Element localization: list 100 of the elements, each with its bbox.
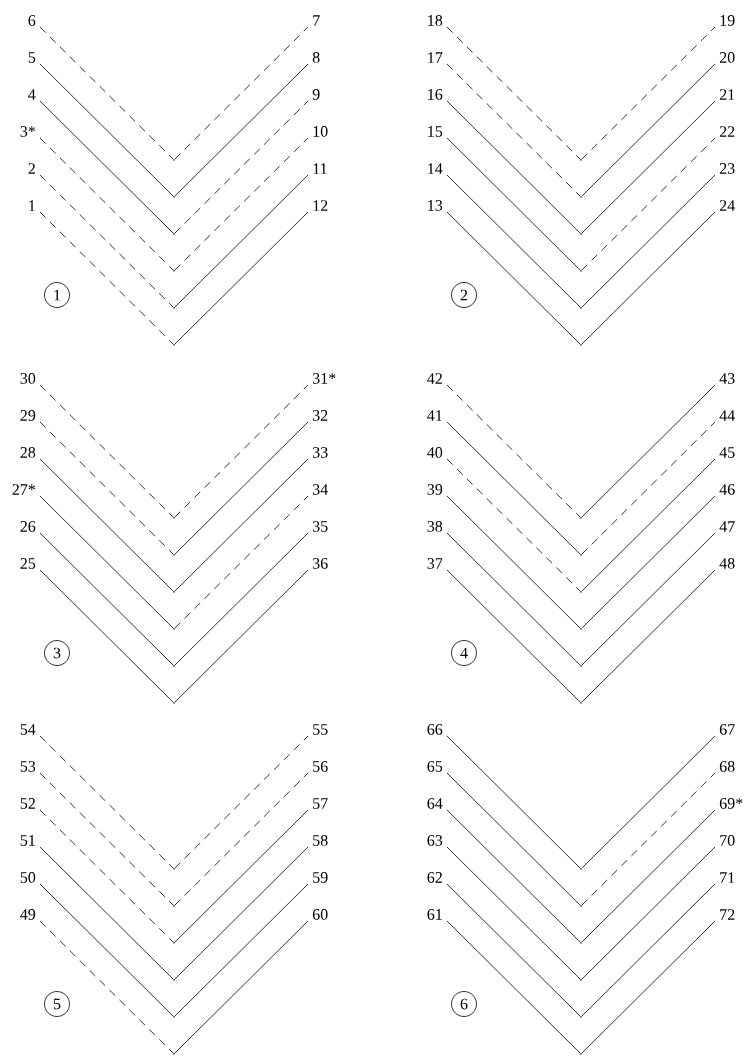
line-segment bbox=[581, 569, 716, 703]
line-number: 55 bbox=[313, 724, 328, 735]
line-number: 15 bbox=[428, 126, 443, 137]
line-number: 35 bbox=[312, 521, 328, 532]
line-segment bbox=[39, 211, 174, 345]
line-number: 6 bbox=[28, 15, 36, 26]
line-segment bbox=[446, 458, 581, 592]
line-segment bbox=[39, 883, 174, 1017]
line-number: 54 bbox=[20, 724, 36, 735]
line-segment bbox=[174, 735, 309, 869]
line-number: 52 bbox=[20, 798, 35, 809]
line-segment bbox=[581, 421, 716, 555]
line-segment bbox=[39, 26, 174, 160]
line-number: 26 bbox=[20, 521, 36, 532]
line-segment bbox=[446, 100, 581, 234]
line-segment bbox=[174, 26, 309, 160]
line-segment bbox=[39, 735, 174, 869]
line-number: 71 bbox=[720, 872, 735, 883]
line-number: 51 bbox=[20, 835, 35, 846]
line-segment bbox=[446, 421, 581, 555]
line-segment bbox=[446, 920, 581, 1054]
line-number: 61 bbox=[427, 909, 442, 920]
circled-number: 1 bbox=[44, 282, 70, 308]
line-number: 24 bbox=[719, 200, 735, 211]
line-number: 23 bbox=[719, 163, 735, 174]
line-segment bbox=[39, 384, 174, 518]
line-segment bbox=[39, 846, 174, 980]
line-number: 5 bbox=[28, 52, 36, 63]
line-segment bbox=[39, 809, 174, 943]
line-number: 16 bbox=[428, 89, 443, 100]
line-number: 67 bbox=[719, 724, 735, 735]
line-number: 21 bbox=[719, 89, 735, 100]
line-segment bbox=[446, 137, 581, 271]
line-segment bbox=[581, 846, 716, 980]
line-segment bbox=[581, 174, 716, 308]
line-number: 58 bbox=[313, 835, 328, 846]
line-segment bbox=[174, 809, 309, 943]
line-number: 25 bbox=[20, 558, 36, 569]
line-segment bbox=[581, 532, 716, 666]
line-number: 43 bbox=[719, 373, 735, 384]
line-number: 31* bbox=[312, 373, 336, 384]
line-segment bbox=[174, 920, 309, 1054]
line-number: 59 bbox=[313, 872, 328, 883]
line-number: 49 bbox=[20, 909, 36, 920]
line-number: 12 bbox=[313, 200, 328, 211]
line-number: 68 bbox=[719, 761, 735, 772]
line-segment bbox=[446, 495, 581, 629]
line-segment bbox=[39, 772, 174, 906]
line-number: 32 bbox=[312, 410, 328, 421]
line-segment bbox=[39, 532, 174, 666]
line-number: 19 bbox=[720, 15, 735, 26]
line-segment bbox=[39, 100, 174, 234]
line-number: 48 bbox=[719, 558, 735, 569]
line-segment bbox=[39, 495, 174, 629]
line-segment bbox=[446, 174, 581, 308]
line-number: 17 bbox=[428, 52, 443, 63]
line-segment bbox=[174, 569, 309, 703]
line-segment bbox=[174, 532, 309, 666]
line-segment bbox=[446, 211, 581, 345]
line-segment bbox=[39, 569, 174, 703]
line-number: 50 bbox=[20, 872, 36, 883]
line-number: 42 bbox=[427, 373, 442, 384]
line-number: 41 bbox=[427, 410, 442, 421]
line-segment bbox=[581, 458, 716, 592]
line-number: 8 bbox=[312, 52, 320, 63]
line-segment bbox=[446, 63, 581, 197]
line-segment bbox=[174, 846, 309, 980]
line-number: 30 bbox=[20, 373, 36, 384]
line-number: 57 bbox=[313, 798, 328, 809]
line-number: 33 bbox=[312, 447, 328, 458]
line-number: 45 bbox=[719, 447, 735, 458]
line-number: 22 bbox=[719, 126, 735, 137]
line-number: 62 bbox=[427, 872, 442, 883]
line-segment bbox=[174, 495, 309, 629]
line-segment bbox=[581, 809, 716, 943]
circled-number: 6 bbox=[451, 991, 477, 1017]
line-segment bbox=[39, 174, 174, 308]
line-segment bbox=[581, 384, 716, 518]
line-number: 44 bbox=[719, 410, 735, 421]
line-number: 20 bbox=[719, 52, 735, 63]
line-segment bbox=[174, 63, 309, 197]
line-number: 46 bbox=[719, 484, 735, 495]
circled-number: 5 bbox=[44, 991, 70, 1017]
line-number: 13 bbox=[428, 200, 443, 211]
line-segment bbox=[39, 920, 174, 1054]
line-number: 69* bbox=[719, 798, 743, 809]
line-number: 14 bbox=[428, 163, 443, 174]
line-number: 11 bbox=[313, 163, 327, 174]
line-number: 39 bbox=[427, 484, 443, 495]
line-segment bbox=[581, 735, 716, 869]
line-segment bbox=[174, 137, 309, 271]
line-number: 72 bbox=[720, 909, 735, 920]
line-number: 56 bbox=[313, 761, 328, 772]
line-segment bbox=[446, 772, 581, 906]
line-segment bbox=[581, 772, 716, 906]
line-segment bbox=[174, 772, 309, 906]
line-segment bbox=[174, 174, 309, 308]
line-segment bbox=[446, 846, 581, 980]
line-segment bbox=[581, 100, 716, 234]
line-number: 9 bbox=[312, 89, 320, 100]
